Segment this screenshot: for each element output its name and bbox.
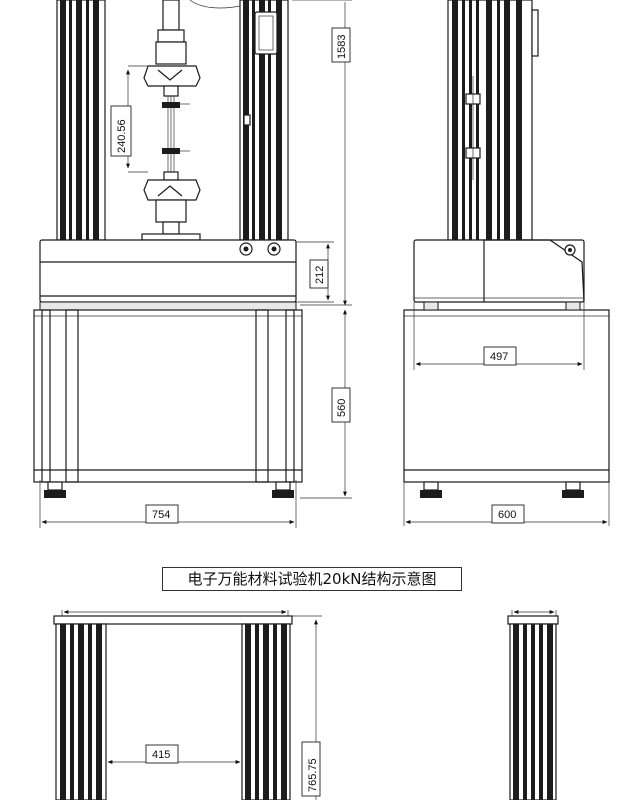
front-view: 1583 240.56 212 560 754 <box>33 0 352 528</box>
dim-front-width: 754 <box>152 509 170 521</box>
dim-cabinet-height: 560 <box>336 399 348 417</box>
load-string <box>141 0 201 241</box>
dim-inner-width: 415 <box>152 749 170 761</box>
dim-upper-base: 212 <box>314 266 326 284</box>
diagram-caption: 电子万能材料试验机20kN结构示意图 <box>162 567 462 591</box>
dim-total-height: 1583 <box>336 35 348 59</box>
side-view: 497 600 <box>403 0 610 526</box>
front-upper-base <box>39 239 297 303</box>
dim-side-depth: 497 <box>490 351 508 363</box>
dim-clamp-gap: 240.56 <box>116 119 128 153</box>
frame-front-view: 415 765.75 <box>53 610 322 800</box>
front-left-column <box>56 0 106 241</box>
frame-side-view <box>507 610 559 800</box>
control-pendant <box>254 11 278 55</box>
front-cabinet <box>33 301 303 498</box>
dim-frame-height: 765.75 <box>307 758 319 792</box>
dim-side-base: 600 <box>498 509 516 521</box>
